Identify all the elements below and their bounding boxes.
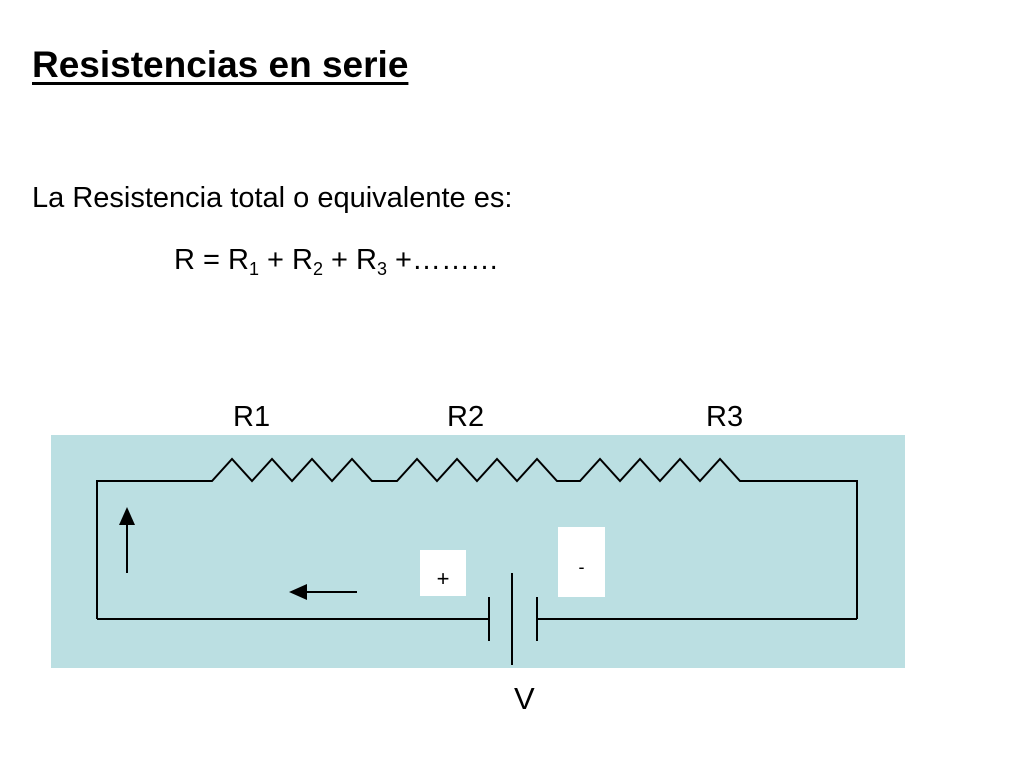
resistor-label-r2: R2 xyxy=(447,401,485,433)
arrow-up-icon xyxy=(119,507,135,573)
voltage-source-label: V xyxy=(514,681,535,716)
resistor-label-r1: R1 xyxy=(233,401,271,433)
arrow-left-icon xyxy=(289,584,357,600)
circuit-panel: + - xyxy=(51,435,905,668)
formula-plus-r2: + R xyxy=(258,244,313,276)
intro-text: La Resistencia total o equivalente es: xyxy=(32,182,513,214)
slide-title: Resistencias en serie xyxy=(32,44,409,85)
resistor-label-r3: R3 xyxy=(706,401,744,433)
top-wire-and-left-wire xyxy=(96,457,858,619)
formula-lhs: R = R xyxy=(174,244,249,276)
formula-subscript-1: 1 xyxy=(248,259,259,279)
formula-tail: +……… xyxy=(386,244,499,276)
series-resistance-formula: R = R1 + R2 + R3 +……… xyxy=(174,244,499,280)
formula-subscript-2: 2 xyxy=(312,259,323,279)
formula-subscript-3: 3 xyxy=(376,259,387,279)
battery-positive-sign: + xyxy=(420,550,466,596)
formula-plus-r3: + R xyxy=(322,244,377,276)
battery-negative-sign: - xyxy=(558,527,605,597)
circuit-diagram xyxy=(96,457,858,665)
